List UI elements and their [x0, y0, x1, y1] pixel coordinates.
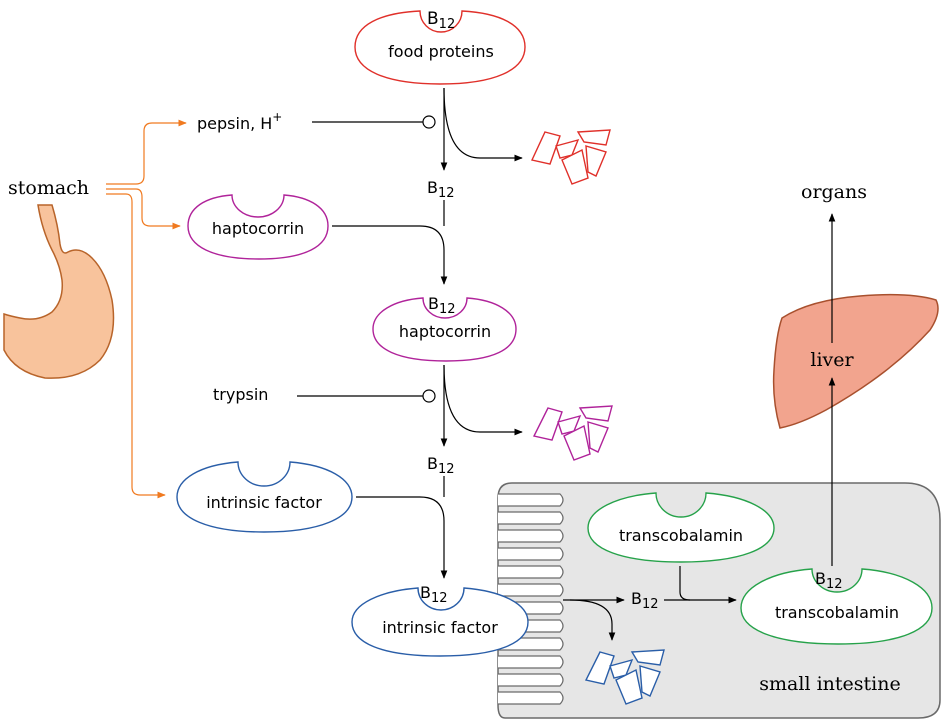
stomach-label: stomach [8, 177, 89, 199]
complex-to-fragments-arrow [569, 599, 616, 641]
intrinsic-factor-label-1: intrinsic factor [206, 493, 322, 512]
intrinsic-factor-free: intrinsic factor [176, 461, 353, 533]
transcobalamin-label-1: transcobalamin [619, 526, 743, 545]
b12-label-food: B12 [427, 9, 455, 32]
trypsin-inhibit-circle [422, 389, 436, 403]
stomach-organ-icon [3, 204, 115, 379]
free-b12-2: B12 [427, 454, 455, 477]
food-proteins-label: food proteins [388, 42, 494, 61]
free-b12-1: B12 [427, 178, 455, 201]
haptocorrin-binding-arrow [332, 225, 448, 285]
intrinsic-factor-binding-arrow [356, 496, 448, 579]
haptocorrin-b12-complex: B12 haptocorrin [372, 294, 517, 362]
b12-label-transcobalamin: B12 [815, 569, 843, 592]
transcobalamin-free: transcobalamin [587, 492, 775, 563]
intrinsic-factor-b12-complex: B12 intrinsic factor [351, 583, 529, 657]
haptocorrin-fragments-icon [532, 405, 613, 461]
b12-label-haptocorrin: B12 [428, 294, 456, 317]
pepsin-inhibit-circle [422, 115, 436, 129]
stomach-secretion-arrows [106, 119, 187, 499]
small-intestine-label: small intestine [759, 673, 900, 695]
liver-label: liver [810, 349, 854, 371]
food-to-fragments-arrow [443, 87, 523, 162]
intrinsic-factor-label-2: intrinsic factor [382, 618, 498, 637]
pepsin-label: pepsin, H+ [197, 110, 282, 133]
organs-label: organs [801, 181, 867, 203]
intrinsic-factor-fragments-icon [584, 649, 665, 705]
haptocorrin-free: haptocorrin [187, 194, 329, 260]
transcobalamin-b12-complex: B12 transcobalamin [740, 568, 933, 645]
liver-organ-icon [772, 293, 939, 429]
protein-fragments-icon [530, 129, 611, 185]
free-b12-3: B12 [631, 589, 659, 612]
trypsin-label: trypsin [213, 385, 268, 404]
haptocorrin-to-fragments-arrow [443, 364, 523, 436]
transcobalamin-label-2: transcobalamin [775, 603, 899, 622]
haptocorrin-label-2: haptocorrin [399, 322, 491, 341]
b12-label-intrinsic: B12 [420, 583, 448, 606]
haptocorrin-label-1: haptocorrin [212, 219, 304, 238]
food-proteins-complex: B12 food proteins [354, 9, 526, 85]
